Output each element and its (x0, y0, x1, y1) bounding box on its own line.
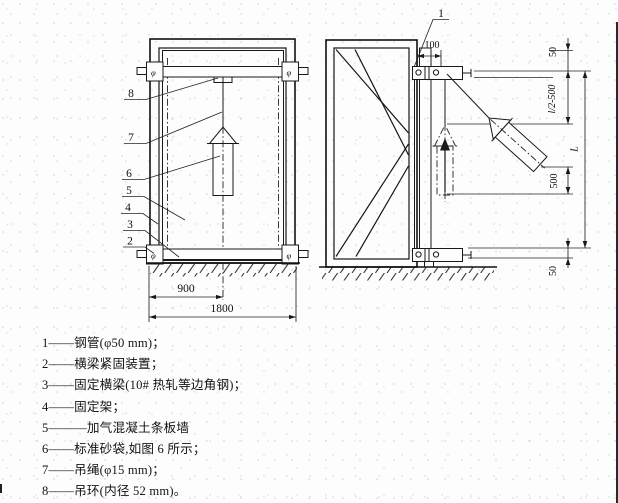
beam-foot (424, 261, 434, 268)
legend-item-7: 7——吊绳(φ15 mm)； (42, 463, 166, 478)
legend-item-4: 4——固定架； (42, 399, 126, 414)
dim-900: 900 (177, 283, 195, 295)
callout-7: 7 (128, 132, 134, 144)
legend-item-6: 6——标准砂袋,如图 6 所示； (42, 441, 206, 456)
callout-2: 2 (127, 236, 133, 248)
callout-4: 4 (125, 202, 131, 214)
callout-5: 5 (126, 185, 132, 197)
scan-corner-artifact (0, 484, 2, 493)
side-view-drawing: 1 100 50 l/2-500 500 50 (319, 8, 591, 281)
legend-item-8: 8——吊环(内径 52 mm)。 (42, 484, 187, 499)
dim-500: 500 (549, 174, 560, 189)
callout-3: 3 (127, 219, 133, 231)
sandbag-phantom-side (432, 79, 458, 202)
bolt-symbol: φ (287, 68, 292, 78)
dim-1800: 1800 (211, 303, 234, 315)
scan-edge-artifact (616, 22, 618, 503)
dim-top-50: 50 (548, 47, 559, 57)
top-beam-side (412, 66, 472, 80)
dim-bottom-50: 50 (548, 266, 559, 276)
sandbag-swung-side (446, 73, 548, 173)
callout-8: 8 (128, 88, 134, 100)
hanging-ring (213, 76, 233, 83)
bottom-beam-side (412, 248, 472, 268)
lift-arrow-head (440, 138, 450, 151)
bolt-symbol: φ (287, 251, 292, 261)
bolt-symbol: φ (151, 251, 156, 261)
bolt-symbol: φ (151, 68, 156, 78)
legend-item-2: 2——横梁紧固装置； (42, 357, 164, 372)
side-callout: 1 (414, 8, 449, 67)
legend-item-1: 1——钢管(φ50 mm)； (42, 336, 166, 350)
ground-side (319, 266, 497, 281)
legend-item-5: 5———加气混凝土条板墙 (42, 420, 190, 435)
dim-100-group: 100 (417, 40, 442, 66)
fixed-frame-side (325, 39, 418, 268)
legend: 1——钢管(φ50 mm)； 2——横梁紧固装置； 3——固定横梁(10# 热轧… (42, 337, 472, 498)
ground-front (146, 262, 300, 277)
rope-swung (446, 73, 490, 119)
wall-panel-front (162, 50, 284, 261)
callout-1: 1 (438, 8, 444, 20)
dim-half-span: l/2-500 (547, 85, 558, 114)
callout-6: 6 (126, 168, 132, 180)
dim-100: 100 (425, 40, 440, 51)
front-dimensions: 900 1800 (148, 266, 297, 322)
bottom-beam-front: φ φ (136, 244, 309, 265)
legend-item-3: 3——固定横梁(10# 热轧等边角钢)； (42, 378, 247, 393)
top-beam-front: φ φ (136, 61, 309, 82)
dim-overall-L: L (570, 146, 581, 153)
front-view-drawing: φ φ φ φ (121, 38, 309, 322)
front-callouts: 8 7 6 5 4 3 2 (121, 77, 223, 258)
right-dimension-chain: 50 l/2-500 500 50 L (547, 38, 588, 276)
